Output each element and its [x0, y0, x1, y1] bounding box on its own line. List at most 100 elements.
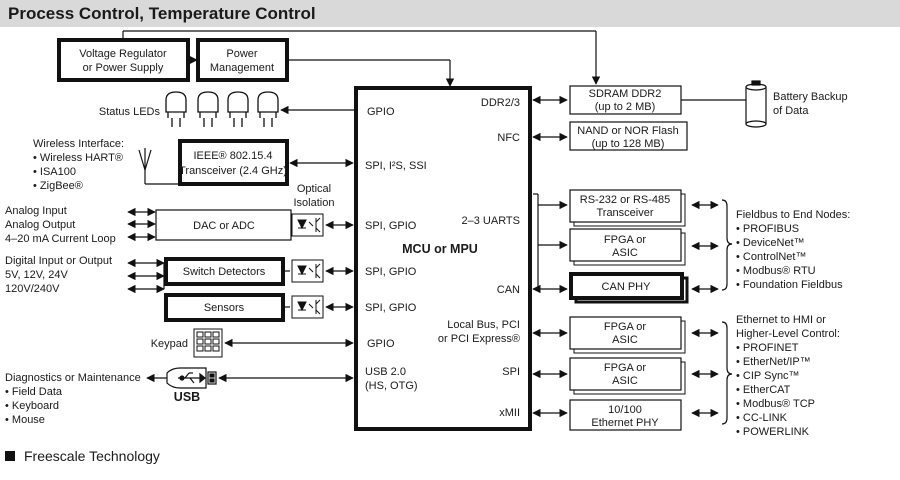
- optocoupler-icon: [291, 213, 324, 237]
- fpga3-label: FPGA or: [604, 362, 647, 374]
- usb-icon: [166, 367, 217, 389]
- ethernet-item: • EtherCAT: [736, 384, 791, 396]
- analog-label: Analog Input: [5, 205, 67, 217]
- led-icon-4: [257, 91, 279, 127]
- ethernet-brace: [721, 321, 733, 425]
- voltage-regulator-label: Voltage Regulator: [79, 48, 167, 60]
- fpga3-box: [569, 357, 682, 391]
- wireless-item: • ZigBee®: [33, 180, 83, 192]
- analog-label: Analog Output: [5, 219, 75, 231]
- diagnostics-title: Diagnostics or Maintenance: [5, 372, 141, 384]
- rs232-label: RS-232 or RS-485: [580, 194, 671, 206]
- fieldbus-item: • PROFIBUS: [736, 223, 799, 235]
- rs232-label-2: Transceiver: [596, 207, 653, 219]
- port-localbus-2: or PCI Express®: [438, 333, 520, 345]
- led-icon-3: [227, 91, 249, 127]
- eth-phy-label-2: Ethernet PHY: [591, 417, 659, 429]
- transceiver-label: IEEE® 802.15.4: [193, 150, 272, 162]
- ethernet-title-2: Higher-Level Control:: [736, 328, 840, 340]
- diagnostics-item: • Mouse: [5, 414, 45, 426]
- sdram-box: [569, 85, 682, 115]
- wireless-item: • ISA100: [33, 166, 76, 178]
- diagnostics-item: • Field Data: [5, 386, 63, 398]
- fpga2-label: FPGA or: [604, 321, 647, 333]
- mcu-title: MCU or MPU: [402, 242, 478, 256]
- usb-label: USB: [174, 390, 200, 404]
- fieldbus-item: • DeviceNet™: [736, 237, 805, 249]
- antenna-icon: [138, 148, 180, 185]
- title-bar: Process Control, Temperature Control: [0, 0, 900, 27]
- ethernet-item: • PROFINET: [736, 342, 799, 354]
- fieldbus-item: • Foundation Fieldbus: [736, 279, 843, 291]
- optocoupler-icon: [291, 259, 324, 283]
- port-nfc: NFC: [497, 132, 520, 144]
- fpga1-box: [569, 228, 682, 262]
- port-gpio-2: GPIO: [367, 338, 395, 350]
- fpga1-label: FPGA or: [604, 234, 647, 246]
- ethernet-item: • CIP Sync™: [736, 370, 800, 382]
- eth-phy-label: 10/100: [608, 404, 642, 416]
- ethernet-item: • POWERLINK: [736, 426, 810, 438]
- port-spi-gpio-1: SPI, GPIO: [365, 220, 417, 232]
- dac-adc-box: [155, 209, 292, 241]
- can-phy-box: [569, 272, 684, 300]
- legend-square-icon: [5, 451, 15, 461]
- voltage-regulator-label-2: or Power Supply: [83, 62, 164, 74]
- fieldbus-title: Fieldbus to End Nodes:: [736, 209, 850, 221]
- battery-icon: [745, 80, 767, 128]
- wireless-item: • Wireless HART®: [33, 152, 123, 164]
- port-xmii: xMII: [499, 407, 520, 419]
- port-spi: SPI: [502, 366, 520, 378]
- digital-label: 120V/240V: [5, 283, 60, 295]
- optocoupler-icon: [291, 295, 324, 319]
- switch-detectors-label: Switch Detectors: [183, 266, 266, 278]
- voltage-regulator-box: [57, 38, 190, 82]
- optical-isolation-label: Optical: [297, 183, 331, 195]
- transceiver-label-2: Transceiver (2.4 GHz): [179, 165, 287, 177]
- dac-adc-label: DAC or ADC: [193, 220, 255, 232]
- port-spi-gpio-2: SPI, GPIO: [365, 266, 417, 278]
- legend-label: Freescale Technology: [24, 448, 160, 464]
- switch-detectors-box: [164, 257, 285, 286]
- port-spi-gpio-3: SPI, GPIO: [365, 302, 417, 314]
- battery-label: Battery Backup: [773, 91, 848, 103]
- sdram-label: SDRAM DDR2: [589, 88, 662, 100]
- status-leds-label: Status LEDs: [99, 106, 161, 118]
- ethernet-item: • Modbus® TCP: [736, 398, 815, 410]
- fpga2-label-2: ASIC: [612, 334, 638, 346]
- eth-phy-box: [569, 399, 682, 431]
- transceiver-box: [178, 139, 289, 186]
- keypad-icon: [193, 328, 223, 358]
- port-can: CAN: [497, 284, 520, 296]
- port-uarts: 2–3 UARTS: [462, 215, 521, 227]
- ethernet-title: Ethernet to HMI or: [736, 314, 826, 326]
- digital-label: Digital Input or Output: [5, 255, 112, 267]
- can-phy-label: CAN PHY: [602, 281, 652, 293]
- port-gpio-1: GPIO: [367, 106, 395, 118]
- power-management-label: Power: [226, 48, 258, 60]
- digital-label: 5V, 12V, 24V: [5, 269, 68, 281]
- wireless-title: Wireless Interface:: [33, 138, 124, 150]
- fpga1-label-2: ASIC: [612, 247, 638, 259]
- port-ddr: DDR2/3: [481, 97, 520, 109]
- power-management-box: [196, 38, 289, 82]
- fieldbus-item: • ControlNet™: [736, 251, 807, 263]
- analog-label: 4–20 mA Current Loop: [5, 233, 116, 245]
- sensors-label: Sensors: [204, 302, 245, 314]
- battery-label-2: of Data: [773, 105, 809, 117]
- fieldbus-item: • Modbus® RTU: [736, 265, 816, 277]
- port-localbus: Local Bus, PCI: [447, 319, 520, 331]
- fpga3-label-2: ASIC: [612, 375, 638, 387]
- port-usb20: USB 2.0: [365, 366, 406, 378]
- led-icon-1: [165, 91, 187, 127]
- optical-isolation-label-2: Isolation: [294, 197, 335, 209]
- page-title: Process Control, Temperature Control: [8, 4, 316, 23]
- fpga2-box: [569, 316, 682, 350]
- flash-label-2: (up to 128 MB): [592, 138, 665, 150]
- sensors-box: [164, 293, 285, 322]
- keypad-label: Keypad: [151, 338, 188, 350]
- rs232-box: [569, 189, 682, 223]
- diagnostics-item: • Keyboard: [5, 400, 59, 412]
- power-management-label-2: Management: [210, 62, 274, 74]
